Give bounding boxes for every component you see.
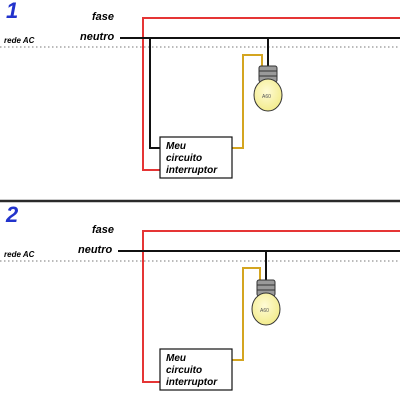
box-line-2: circuito [166,365,202,376]
diagram-2: 2 fase neutro rede AC A60 Meu circuito i… [0,202,400,391]
diagram-1: 1 fase neutro rede AC A60 Meu circuito i… [0,0,400,179]
fase-wire [142,230,400,383]
fase-label: fase [92,11,114,23]
return-wire [232,54,263,149]
box-line-2: circuito [166,153,202,164]
rede-ac-label: rede AC [4,250,35,259]
switch-circuit-box [159,348,233,391]
bulb-icon: A60 [251,279,281,326]
neutro-label: neutro [80,31,115,43]
neutro-label: neutro [78,244,113,256]
diagram-number: 1 [6,0,18,23]
neutro-to-box-wire [149,38,160,149]
switch-circuit-box [159,136,233,179]
box-line-3: interruptor [166,377,218,388]
fase-label: fase [92,224,114,236]
bulb-text: A60 [262,94,271,100]
rede-ac-label: rede AC [4,36,35,45]
box-line-3: interruptor [166,165,218,176]
bulb-text: A60 [260,308,269,314]
diagram-number: 2 [5,202,19,227]
box-line-1: Meu [166,353,186,364]
box-line-1: Meu [166,141,186,152]
bulb-icon: A60 [253,65,283,112]
return-wire [232,267,261,361]
fase-wire [142,17,400,171]
